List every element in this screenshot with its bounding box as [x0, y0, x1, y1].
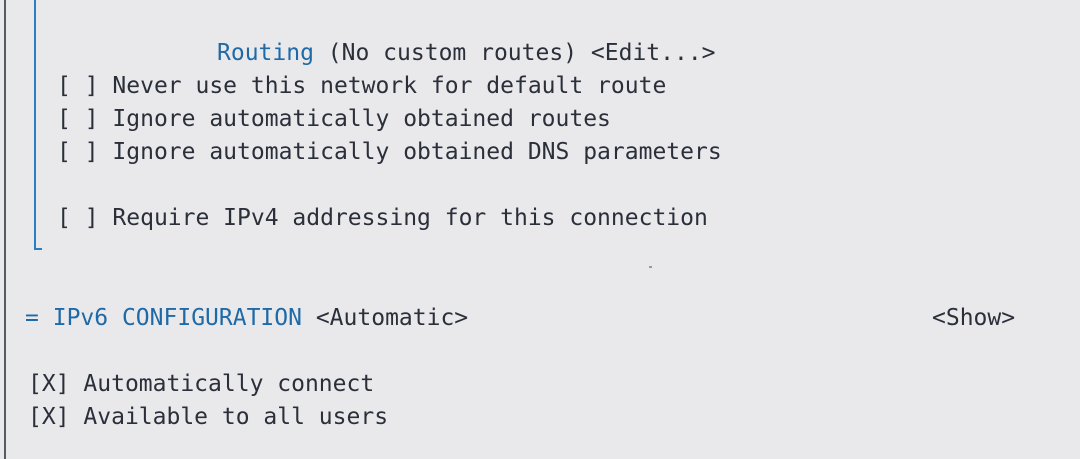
ipv6-config-row: = IPv6 CONFIGURATION <Automatic>: [25, 303, 468, 333]
option-label: Ignore automatically obtained DNS parame…: [112, 139, 722, 165]
routing-edit-button[interactable]: <Edit...>: [590, 40, 716, 66]
option-all-users[interactable]: [X] Available to all users: [28, 402, 388, 432]
routing-row: Routing (No custom routes) <Edit...>: [217, 38, 716, 68]
checkbox[interactable]: [X]: [28, 371, 70, 397]
option-label: Require IPv4 addressing for this connect…: [112, 205, 708, 231]
option-require-ipv4[interactable]: [ ] Require IPv4 addressing for this con…: [57, 203, 708, 233]
ipv6-show-button[interactable]: <Show>: [932, 305, 1016, 331]
stray-dot: [649, 266, 652, 268]
ipv6-mode-select[interactable]: <Automatic>: [315, 305, 469, 331]
checkbox[interactable]: [ ]: [57, 106, 99, 132]
routing-value: (No custom routes): [327, 40, 578, 66]
ipv4-section-bracket-end: [34, 248, 42, 250]
ipv4-section-bracket: [34, 0, 36, 250]
option-ignore-dns[interactable]: [ ] Ignore automatically obtained DNS pa…: [57, 137, 722, 167]
checkbox[interactable]: [X]: [28, 404, 70, 430]
routing-label: Routing: [217, 40, 314, 66]
option-label: Available to all users: [83, 404, 389, 430]
checkbox[interactable]: [ ]: [57, 205, 99, 231]
window-left-border: [4, 0, 6, 459]
ipv6-config-label: IPv6 CONFIGURATION: [52, 305, 302, 331]
option-label: Automatically connect: [83, 371, 375, 397]
checkbox[interactable]: [ ]: [57, 139, 99, 165]
checkbox[interactable]: [ ]: [57, 73, 99, 99]
option-auto-connect[interactable]: [X] Automatically connect: [28, 369, 374, 399]
ipv6-marker: =: [25, 305, 39, 331]
option-never-default-route[interactable]: [ ] Never use this network for default r…: [57, 71, 666, 101]
option-label: Ignore automatically obtained routes: [112, 106, 611, 132]
option-label: Never use this network for default route: [112, 73, 667, 99]
option-ignore-routes[interactable]: [ ] Ignore automatically obtained routes: [57, 104, 611, 134]
